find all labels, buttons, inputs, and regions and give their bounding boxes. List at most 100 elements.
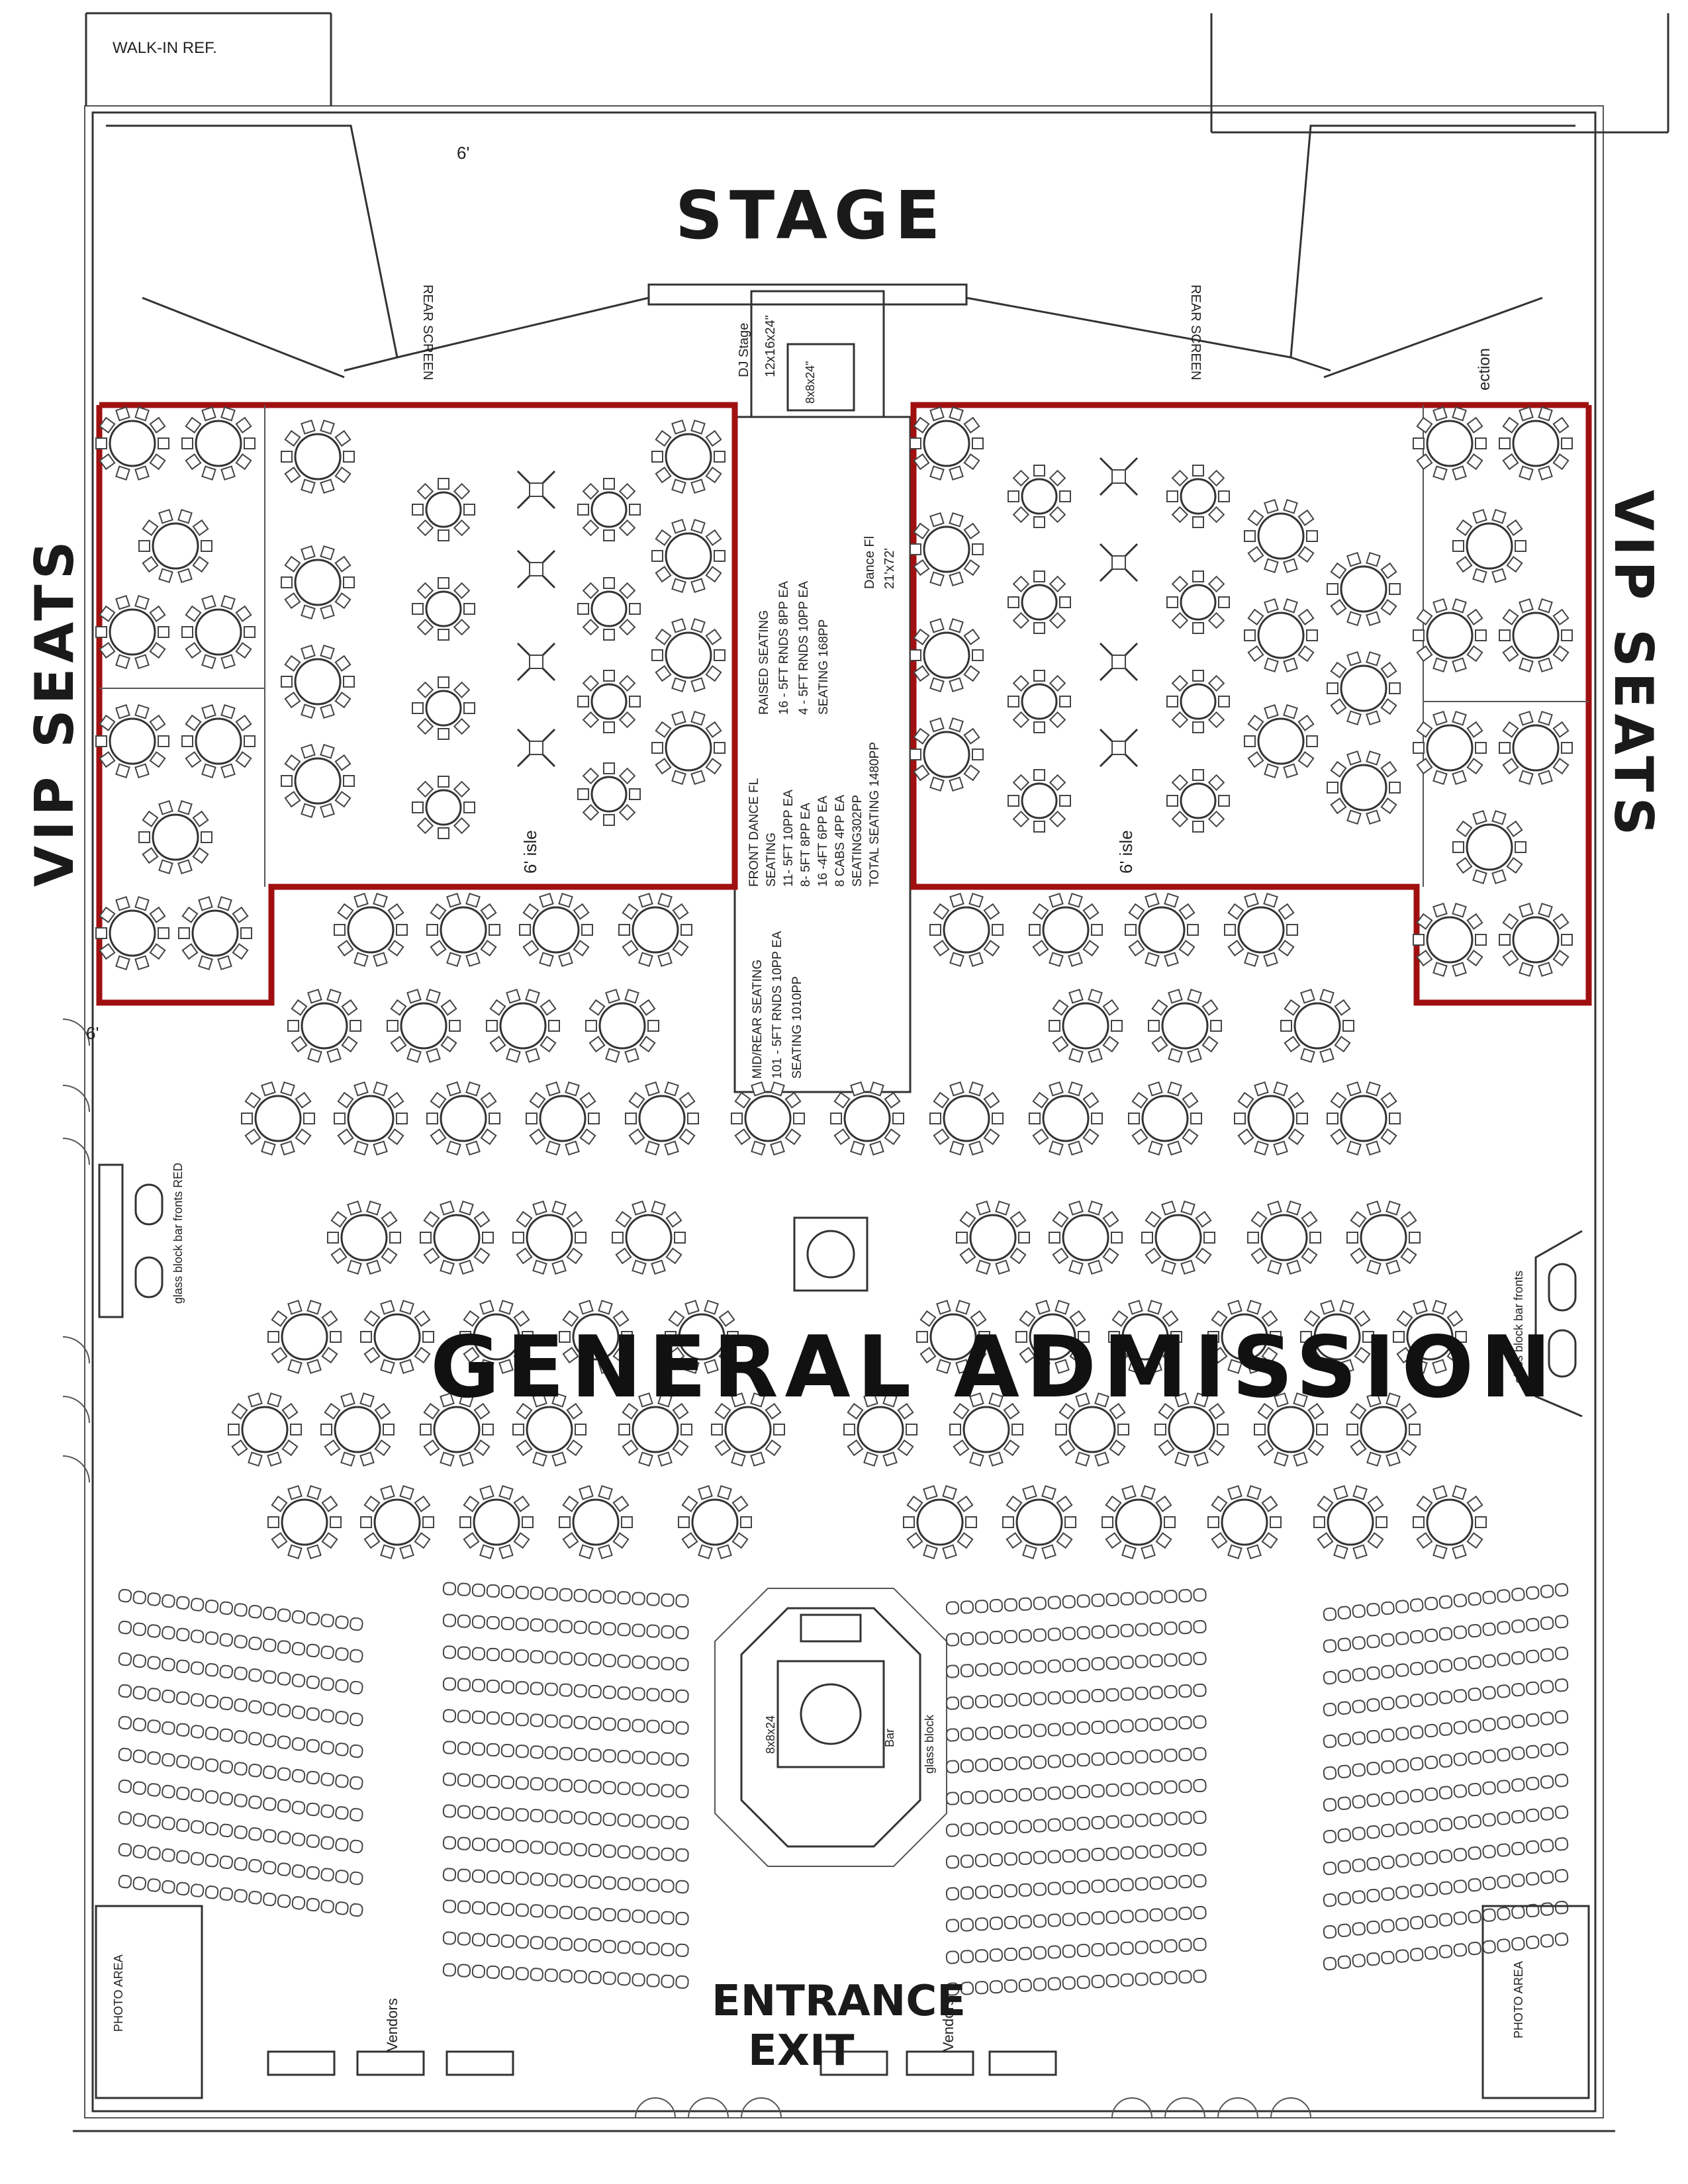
round-table-icon xyxy=(1413,406,1487,481)
round-table-icon xyxy=(651,419,726,494)
vendors-left-label: Vendors xyxy=(384,1998,400,2052)
chair-row-icon xyxy=(945,1905,1207,1933)
round-table-icon xyxy=(95,594,169,670)
round-table-icon xyxy=(459,1484,534,1560)
center-bar xyxy=(714,1588,947,1867)
chair-row-icon xyxy=(118,1843,363,1886)
exit-label: EXIT xyxy=(748,2026,855,2075)
chair-row-icon xyxy=(945,1874,1207,1901)
round-table-icon xyxy=(228,1392,302,1467)
round-table-icon xyxy=(1166,670,1230,733)
round-table-icon xyxy=(1102,1484,1176,1560)
vendor-tables xyxy=(267,2050,1057,2076)
chair-row-icon xyxy=(1323,1615,1569,1653)
chair-row-icon xyxy=(442,1868,689,1893)
chair-row-icon xyxy=(1323,1742,1569,1780)
chair-row-icon xyxy=(1323,1678,1569,1717)
round-table-icon xyxy=(412,478,475,541)
chair-row-icon xyxy=(442,1931,689,1957)
round-table-icon xyxy=(1234,1081,1308,1156)
round-table-icon xyxy=(360,1299,434,1375)
round-table-icon xyxy=(910,717,984,792)
round-table-icon xyxy=(1499,710,1573,786)
photo-area-left-label: PHOTO AREA xyxy=(112,1954,125,2032)
round-table-icon xyxy=(512,1392,586,1467)
round-table-icon xyxy=(512,1200,586,1275)
section-label: ection xyxy=(1476,348,1493,390)
round-table-icon xyxy=(178,895,252,971)
round-table-icon xyxy=(426,892,500,968)
side-doors xyxy=(62,1019,1311,2118)
chair-row-icon xyxy=(442,1963,689,1989)
round-table-icon xyxy=(1148,988,1222,1064)
chair-row-icon xyxy=(945,1842,1207,1869)
chair-row-icon xyxy=(945,1715,1207,1742)
round-table-icon xyxy=(1008,570,1071,634)
building-walls xyxy=(73,12,1669,2132)
round-table-icon xyxy=(1049,988,1123,1064)
dj-stage-size: 12x16x24" xyxy=(763,315,778,377)
dance-floor-label: Dance Fl xyxy=(863,536,877,589)
round-table-icon xyxy=(1125,892,1199,968)
chair-row-icon xyxy=(945,1651,1207,1678)
seating-note-line: SEATING xyxy=(765,833,778,887)
round-table-icon xyxy=(281,545,355,620)
round-table-icon xyxy=(334,892,408,968)
chair-row-icon xyxy=(1323,1583,1569,1621)
round-table-icon xyxy=(241,1081,315,1156)
chair-row-icon xyxy=(118,1747,363,1790)
chair-row-icon xyxy=(945,1588,1207,1615)
round-table-icon xyxy=(387,988,461,1064)
round-table-icon xyxy=(1413,598,1487,673)
chair-row-icon xyxy=(118,1874,363,1917)
chair-row-icon xyxy=(945,1810,1207,1837)
round-table-icon xyxy=(577,478,641,541)
round-table-icon xyxy=(360,1484,434,1560)
round-table-icon xyxy=(334,1081,408,1156)
chair-rows xyxy=(118,1582,1569,1996)
round-table-icon xyxy=(95,704,169,779)
round-table-icon xyxy=(1499,598,1573,673)
round-table-icon xyxy=(412,676,475,740)
chair-row-icon xyxy=(945,1619,1207,1647)
chair-row-icon xyxy=(945,1778,1207,1805)
round-table-icon xyxy=(678,1484,752,1560)
round-table-icon xyxy=(1413,1484,1487,1560)
rear-screen-right-label: REAR SCREEN xyxy=(1188,285,1203,380)
vip-seats-right-label: VIP SEATS xyxy=(1603,490,1664,841)
round-table-icon xyxy=(1413,902,1487,978)
chair-row-icon xyxy=(118,1715,363,1758)
round-table-icon xyxy=(420,1392,494,1467)
stage-label: STAGE xyxy=(675,177,947,254)
center-glass-label: glass block xyxy=(923,1714,936,1774)
round-table-icon xyxy=(1254,1392,1328,1467)
round-table-icon xyxy=(1499,406,1573,481)
photo-area-right xyxy=(1481,1905,1590,2099)
chair-row-icon xyxy=(118,1779,363,1822)
round-table-icon xyxy=(929,1081,1004,1156)
seating-note-line: SEATING 1010PP xyxy=(790,976,804,1079)
round-table-icon xyxy=(426,1081,500,1156)
glass-block-left-label: glass block bar fronts RED xyxy=(171,1163,185,1304)
round-table-icon xyxy=(1499,902,1573,978)
round-table-icon xyxy=(1224,892,1298,968)
round-table-icon xyxy=(1055,1392,1129,1467)
bar-left xyxy=(98,1163,164,1318)
chair-row-icon xyxy=(1323,1774,1569,1812)
round-table-icon xyxy=(1141,1200,1215,1275)
round-table-icon xyxy=(1313,1484,1387,1560)
round-table-icon xyxy=(577,762,641,826)
round-table-icon xyxy=(1327,750,1401,825)
seating-note-line: 4 - 5FT RNDS 10PP EA xyxy=(797,581,811,715)
chair-row-icon xyxy=(945,1937,1207,1964)
bar-right xyxy=(1534,1230,1583,1418)
round-table-icon xyxy=(420,1200,494,1275)
round-table-icon xyxy=(1452,809,1526,885)
round-table-icon xyxy=(585,988,659,1064)
cabaret-tables xyxy=(516,457,1139,768)
round-table-icon xyxy=(327,1200,401,1275)
photo-area-right-label: PHOTO AREA xyxy=(1512,1961,1525,2038)
